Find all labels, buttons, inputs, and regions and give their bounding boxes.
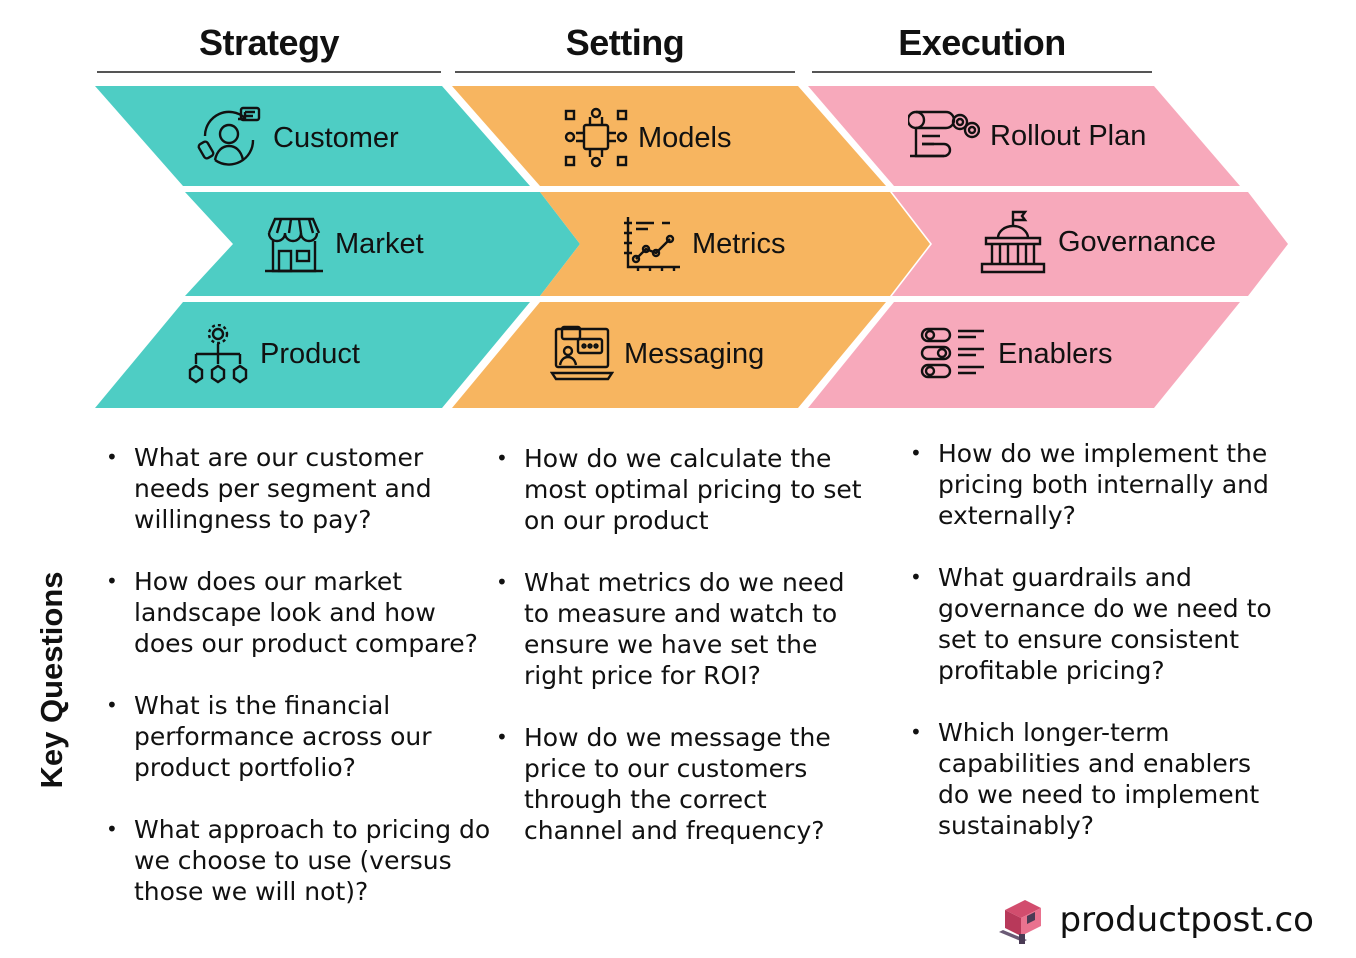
tile-label-product: Product: [260, 337, 360, 370]
question-item: Which longer-term capabilities and enabl…: [910, 717, 1282, 841]
tile-label-models: Models: [638, 121, 732, 154]
circuit-model-icon: [564, 107, 628, 168]
tile-label-messaging: Messaging: [624, 337, 765, 370]
tile-label-market: Market: [335, 227, 424, 260]
tile-customer: Customer: [195, 106, 399, 168]
tile-label-governance: Governance: [1058, 225, 1216, 258]
tile-governance: Governance: [978, 210, 1216, 274]
tile-market: Market: [263, 214, 424, 274]
chevron-enablers: [808, 302, 1240, 408]
column-title-execution: Execution: [898, 22, 1066, 63]
government-building-icon: [980, 210, 1046, 274]
scroll-plan-icon: [908, 110, 980, 158]
mailbox-logo-icon: [999, 900, 1042, 944]
column-rule-setting: [455, 71, 795, 73]
tile-messaging: Messaging: [550, 324, 764, 384]
question-item: How do we implement the pricing both int…: [910, 438, 1282, 531]
product-hierarchy-icon: [188, 324, 248, 384]
question-item: What metrics do we need to measure and w…: [496, 567, 868, 691]
question-item: What are our customer needs per segment …: [106, 442, 491, 535]
chevron-governance: [892, 192, 1288, 296]
column-title-strategy: Strategy: [198, 22, 340, 63]
tile-label-enablers: Enablers: [998, 337, 1113, 370]
question-item: What guardrails and governance do we nee…: [910, 562, 1282, 686]
tile-label-rollout-plan: Rollout Plan: [990, 119, 1147, 152]
tile-product: Product: [186, 324, 360, 384]
question-item: What is the financial performance across…: [106, 690, 491, 783]
tile-rollout-plan: Rollout Plan: [908, 106, 1146, 166]
questions-setting: How do we calculate the most optimal pri…: [496, 443, 868, 877]
toggle-settings-icon: [920, 327, 984, 379]
storefront-icon: [265, 217, 323, 273]
column-rule-strategy: [97, 71, 441, 73]
column-rule-execution: [812, 71, 1152, 73]
chevron-customer: [95, 86, 530, 186]
question-item: How does our market landscape look and h…: [106, 566, 491, 659]
question-item: How do we message the price to our custo…: [496, 722, 868, 846]
tile-enablers: Enablers: [920, 324, 1112, 384]
tile-models: Models: [564, 107, 732, 168]
brand-text[interactable]: productpost.co: [1059, 900, 1314, 940]
questions-execution: How do we implement the pricing both int…: [910, 438, 1282, 872]
question-item: What approach to pricing do we choose to…: [106, 814, 491, 907]
laptop-chat-icon: [550, 325, 614, 381]
tile-label-metrics: Metrics: [692, 227, 786, 260]
tile-metrics: Metrics: [622, 214, 785, 274]
key-questions-text: Key Questions: [34, 571, 69, 789]
question-item: How do we calculate the most optimal pri…: [496, 443, 868, 536]
chevron-models: [452, 86, 886, 186]
key-questions-label: Key Questions: [32, 571, 72, 788]
questions-strategy: What are our customer needs per segment …: [106, 442, 491, 938]
line-chart-icon: [624, 217, 680, 271]
column-title-setting: Setting: [565, 22, 685, 63]
chevron-product: [95, 302, 530, 408]
tile-label-customer: Customer: [273, 121, 399, 154]
brand: productpost.co: [997, 896, 1314, 944]
customer-support-icon: [197, 106, 261, 166]
